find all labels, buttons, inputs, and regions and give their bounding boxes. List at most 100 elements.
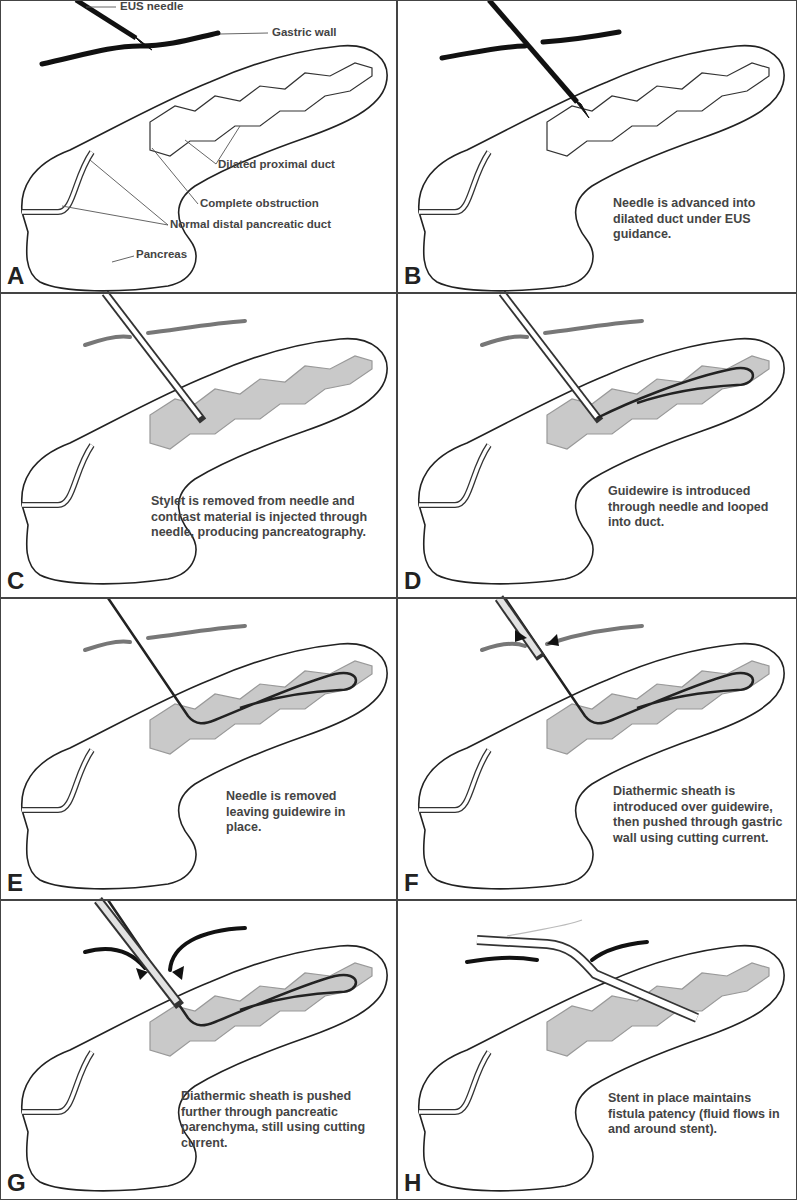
gastric-wall xyxy=(442,46,525,58)
distal-duct xyxy=(22,1052,92,1112)
step-caption: Diathermic sheath is introduced over gui… xyxy=(613,784,793,847)
arrowhead xyxy=(136,968,148,980)
pancreas xyxy=(419,46,784,291)
pancreas xyxy=(22,946,387,1191)
arrowhead xyxy=(515,630,527,642)
pancreas xyxy=(22,46,387,291)
figure-panel: Guidewire is introduced through needle a… xyxy=(397,293,797,598)
arrowhead xyxy=(547,634,559,646)
leader-line xyxy=(90,160,168,225)
panel-letter: B xyxy=(404,264,421,288)
distal-duct xyxy=(419,750,489,810)
gastric-wall xyxy=(170,928,245,970)
gastric-wall xyxy=(482,644,525,650)
fluid-flow xyxy=(507,920,582,936)
pancreas xyxy=(419,339,784,584)
guidewire xyxy=(108,598,356,723)
stent-lumen xyxy=(477,940,697,1018)
contrast-filled-duct xyxy=(150,356,372,449)
gastric-wall xyxy=(148,626,245,638)
distal-duct xyxy=(419,1052,489,1112)
needle xyxy=(502,293,600,421)
part-label: Complete obstruction xyxy=(200,197,319,211)
diathermic-sheath xyxy=(499,598,541,658)
pancreas xyxy=(22,644,387,889)
distal-duct xyxy=(22,750,92,810)
gastric-wall xyxy=(545,321,642,333)
part-label: Normal distal pancreatic duct xyxy=(170,218,331,232)
needle-tip xyxy=(573,98,589,118)
panel-letter: H xyxy=(404,1171,421,1195)
figure-panel: Stent in place maintains fistula patency… xyxy=(397,900,797,1200)
gastric-wall xyxy=(482,336,527,345)
step-caption: Diathermic sheath is pushed further thro… xyxy=(181,1089,381,1152)
sheath-lumen xyxy=(499,598,539,655)
arrowhead xyxy=(172,966,184,980)
panel-b-art xyxy=(419,0,784,291)
gastric-wall xyxy=(85,641,130,650)
distal-duct xyxy=(22,445,92,505)
needle-lumen xyxy=(105,293,200,417)
gastric-wall xyxy=(148,321,245,333)
needle-lumen xyxy=(502,293,597,417)
gastric-wall xyxy=(547,626,642,644)
sheath-lumen xyxy=(98,900,177,1002)
distal-duct xyxy=(419,445,489,505)
leader-line xyxy=(62,206,168,225)
gastric-wall xyxy=(543,32,619,42)
leader-line xyxy=(152,148,198,204)
panel-g-art xyxy=(22,900,387,1191)
panel-letter: D xyxy=(404,569,421,593)
diathermic-sheath xyxy=(98,900,180,1006)
panel-letter: E xyxy=(7,871,23,895)
panel-letter: C xyxy=(7,569,24,593)
guidewire xyxy=(597,368,753,418)
step-caption: Needle is removed leaving guidewire in p… xyxy=(226,789,376,836)
gastric-wall xyxy=(85,336,130,345)
needle xyxy=(489,0,577,102)
gastric-wall xyxy=(42,33,218,64)
figure-panel: Needle is removed leaving guidewire in p… xyxy=(0,598,397,900)
distal-duct xyxy=(22,152,92,212)
contrast-filled-duct xyxy=(547,963,769,1056)
part-label: Gastric wall xyxy=(272,26,337,40)
step-caption: Guidewire is introduced through needle a… xyxy=(608,484,788,531)
gastric-wall xyxy=(592,942,647,960)
pancreas xyxy=(419,644,784,889)
figure-panel: A xyxy=(0,0,397,293)
step-caption: Needle is advanced into dilated duct und… xyxy=(613,196,793,243)
step-caption: Stylet is removed from needle and contra… xyxy=(151,494,371,541)
distal-duct xyxy=(419,152,489,212)
panel-h-art xyxy=(419,920,784,1191)
figure-panel: Stylet is removed from needle and contra… xyxy=(0,293,397,598)
part-label: Pancreas xyxy=(136,248,187,262)
stent xyxy=(477,940,697,1018)
panel-e-art xyxy=(22,598,387,889)
panel-letter: G xyxy=(7,1171,26,1195)
part-label: EUS needle xyxy=(120,0,183,14)
figure-panel: Diathermic sheath is pushed further thro… xyxy=(0,900,397,1200)
panel-a-art xyxy=(22,0,387,291)
panel-letter: F xyxy=(404,871,419,895)
panel-f-art xyxy=(419,598,784,889)
needle xyxy=(105,293,203,421)
guidewire xyxy=(505,598,753,723)
dilated-duct xyxy=(547,63,769,156)
contrast-filled-duct xyxy=(547,356,769,449)
part-label: Dilated proximal duct xyxy=(218,158,335,172)
pancreas xyxy=(22,339,387,584)
pancreas xyxy=(419,946,784,1191)
panel-d-art xyxy=(419,293,784,584)
figure-panel: Needle is advanced into dilated duct und… xyxy=(397,0,797,293)
leader-line xyxy=(220,33,268,34)
leader-line xyxy=(185,140,216,164)
panel-letter: A xyxy=(7,264,24,288)
leader-line xyxy=(112,256,134,262)
dilated-duct xyxy=(150,63,372,156)
panel-c-art xyxy=(22,293,387,584)
needle-tip xyxy=(132,34,152,50)
figure-panel: Diathermic sheath is introduced over gui… xyxy=(397,598,797,900)
leader-line xyxy=(86,7,116,8)
